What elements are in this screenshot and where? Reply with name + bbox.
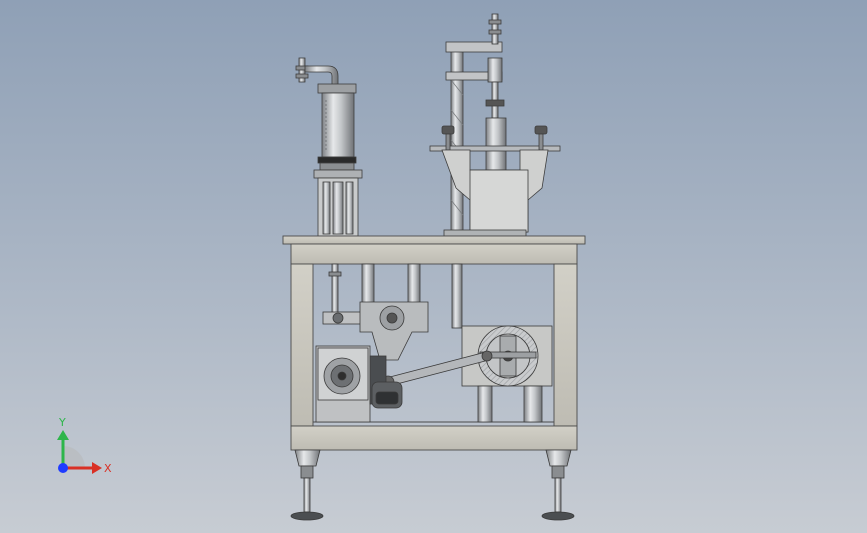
triad-y-arrow xyxy=(57,430,69,440)
triad-z-axis xyxy=(58,463,68,473)
triad-x-arrow xyxy=(92,462,102,474)
leveling-foot-right xyxy=(541,449,575,521)
triad-x-label: X xyxy=(104,462,112,475)
triad-y-label: Y xyxy=(58,416,66,429)
filling-head-assembly xyxy=(429,13,561,239)
triad-plane xyxy=(63,446,85,468)
left-cylinder-assembly xyxy=(295,57,363,237)
machine-frame xyxy=(290,263,578,451)
table-top xyxy=(282,235,586,265)
leveling-foot-left xyxy=(290,449,324,521)
orientation-triad: Y X xyxy=(57,416,112,475)
drive-mechanism xyxy=(315,263,553,423)
